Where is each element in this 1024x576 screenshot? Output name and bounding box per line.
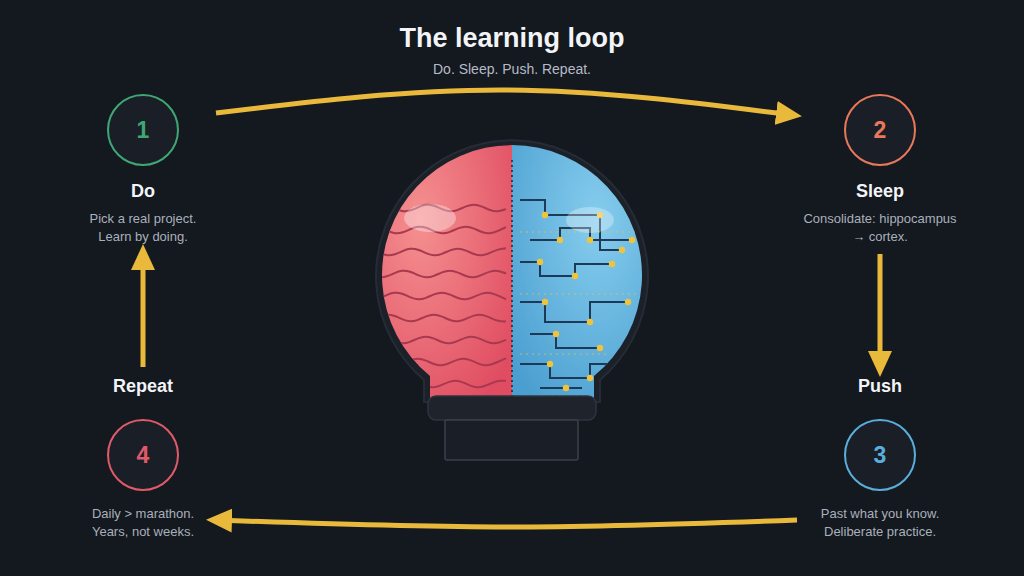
circuit-dot [587,375,593,381]
circuit-line [540,387,582,389]
loop-arrow [878,254,883,367]
circuit-dashes [520,232,640,396]
loop-arrow [216,520,797,527]
circuit-dot [597,345,603,351]
brain-wave [378,315,506,322]
step-description: Daily > marathon. Years, not weeks. [78,505,208,541]
circuit-line [530,334,600,348]
highlight [566,207,614,233]
diagram-title: The learning loop [0,22,1024,54]
step-circle: 2 [844,94,916,166]
circuit-dash [520,293,640,294]
loop-arrow [216,90,792,115]
step-circle: 3 [844,419,916,491]
step-node: Push 3Past what you know. Deliberate prac… [805,375,955,541]
bulb-base [445,420,578,460]
step-heading: Sleep [856,180,904,202]
circuit-dot [587,237,593,243]
step-number: 4 [137,442,150,468]
circuit-dot [619,247,625,253]
step-heading: Repeat [113,375,173,397]
circuit-dot [553,331,559,337]
circuit-dot [542,212,548,218]
step-number: 1 [137,117,150,143]
circuit-dot [572,273,578,279]
circuit-dot [617,361,623,367]
step-number: 3 [874,442,887,468]
brain-wave [378,358,506,365]
brain-wave [378,336,506,343]
circuit-line [520,302,628,322]
circuit-dot [542,299,548,305]
right-hemisphere [512,140,654,410]
circuit-dot [557,237,563,243]
left-hemisphere [370,140,512,410]
circuit-dots [537,212,635,391]
brain-waves [378,205,506,388]
circuit-dash [520,353,610,354]
step-node: Repeat 4Daily > marathon. Years, not week… [78,375,208,541]
brain-wave [378,381,506,388]
circuit-dot [547,361,553,367]
circuit-dot [629,237,635,243]
circuit-line [520,364,620,378]
step-heading: Push [858,375,902,397]
circuit-dot [537,259,543,265]
circuit-dot [587,319,593,325]
subtitle: Do. Sleep. Push. Repeat. [0,60,1024,78]
brain-wave [378,293,506,300]
brain [370,140,654,410]
step-description: Consolidate: hippocampus → cortex. [800,210,960,246]
step-circle: 1 [107,94,179,166]
circuit-dot [563,385,569,391]
hemisphere-divider [511,160,513,398]
step-node: 2SleepConsolidate: hippocampus → cortex. [800,94,960,246]
loop-arrow [141,254,146,367]
bulb-neck [428,396,596,420]
circuit-dot [609,261,615,267]
step-description: Pick a real project. Learn by doing. [78,210,208,246]
circuit-dot [625,299,631,305]
step-heading: Do [131,180,155,202]
circuit-line [520,262,612,276]
step-circle: 4 [107,419,179,491]
highlight [404,204,456,232]
step-node: 1DoPick a real project. Learn by doing. [78,94,208,246]
step-description: Past what you know. Deliberate practice. [805,505,955,541]
brain-wave [378,248,506,255]
brain-wave [378,271,506,278]
step-number: 2 [874,117,887,143]
